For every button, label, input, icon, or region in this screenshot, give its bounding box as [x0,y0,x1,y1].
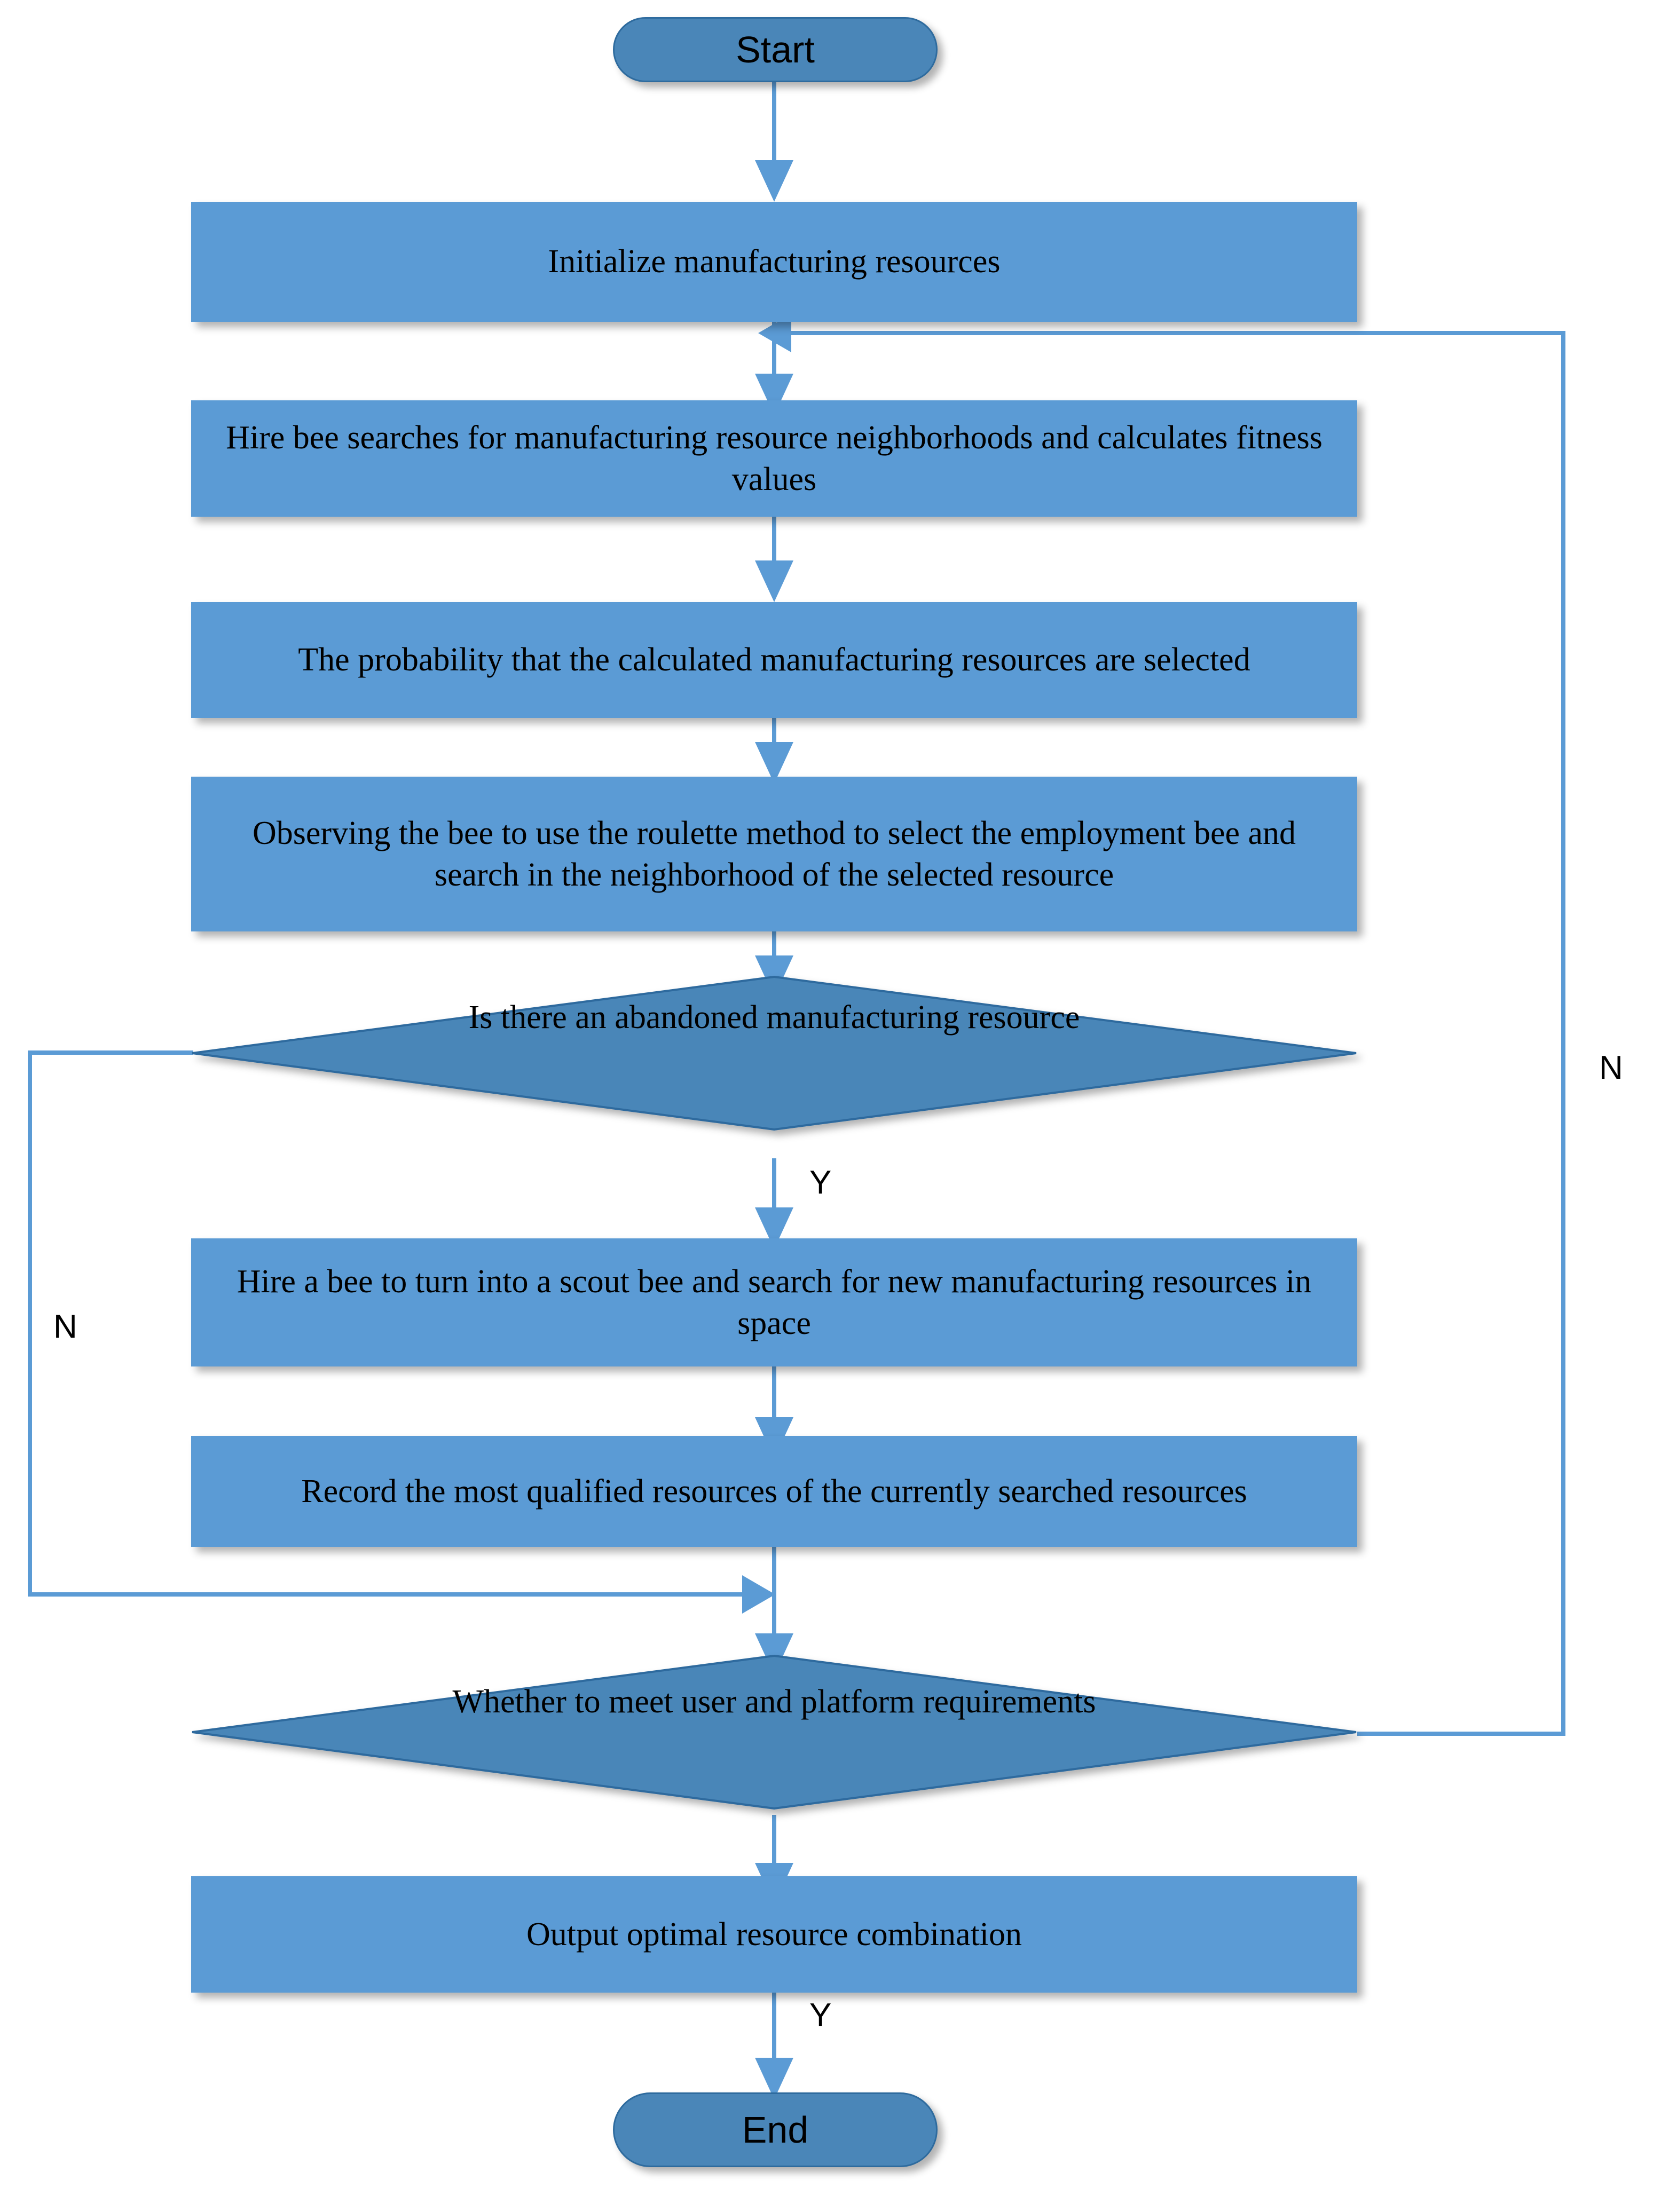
connector-abandoned-no-down-segment [28,1050,32,1597]
node-requirements-decision[interactable]: Whether to meet user and platform requir… [191,1654,1357,1810]
node-end[interactable]: End [613,2092,938,2167]
decision-diamond-shape [191,975,1357,1131]
connector-requirements-no-right-segment [1357,1732,1565,1736]
connector-observe-to-abandoned-check [772,931,776,974]
node-record-best-resources[interactable]: Record the most qualified resources of t… [191,1436,1357,1547]
edge-label-requirements-yes: Y [809,1997,832,2034]
decision-diamond-shape-2 [191,1654,1357,1810]
node-end-label: End [742,2109,809,2151]
connector-output-to-end [772,1993,776,2083]
node-hire-bee-search[interactable]: Hire bee searches for manufacturing reso… [191,400,1357,517]
node-selection-probability-label: The probability that the calculated manu… [298,642,1250,678]
arrow-start-to-init [755,160,793,202]
connector-abandoned-check-yes-to-scout [772,1158,776,1222]
node-selection-probability[interactable]: The probability that the calculated manu… [191,602,1357,718]
edge-label-requirements-no: N [1599,1049,1623,1086]
connector-requirements-no-top-segment [791,331,1565,335]
node-output-optimal-combination-label: Output optimal resource combination [526,1916,1022,1953]
connector-probability-to-observe [772,718,776,761]
node-initialize-resources-label: Initialize manufacturing resources [548,243,1001,280]
node-observe-roulette-label: Observing the bee to use the roulette me… [252,815,1296,893]
node-scout-bee-search-label: Hire a bee to turn into a scout bee and … [237,1263,1312,1341]
node-output-optimal-combination[interactable]: Output optimal resource combination [191,1876,1357,1993]
node-start-label: Start [736,29,815,70]
connector-requirements-no-up-segment [1561,331,1565,1734]
node-initialize-resources[interactable]: Initialize manufacturing resources [191,202,1357,322]
connector-requirements-check-to-output [772,1815,776,1874]
node-record-best-resources-label: Record the most qualified resources of t… [301,1473,1247,1510]
arrow-abandoned-no-into-requirements [742,1575,775,1614]
node-scout-bee-search[interactable]: Hire a bee to turn into a scout bee and … [191,1238,1357,1366]
node-hire-bee-search-label: Hire bee searches for manufacturing reso… [226,419,1323,497]
node-start[interactable]: Start [613,17,938,82]
node-abandoned-resource-decision[interactable]: Is there an abandoned manufacturing reso… [191,975,1357,1131]
connector-start-to-init [772,81,776,161]
connector-hire-search-to-probability [772,517,776,565]
arrow-hire-search-to-probability [755,560,793,602]
node-observe-roulette[interactable]: Observing the bee to use the roulette me… [191,777,1357,931]
connector-abandoned-no-left-segment [28,1050,193,1055]
connector-abandoned-no-bottom-segment [28,1592,754,1597]
edge-label-abandoned-no: N [53,1308,77,1345]
connector-scout-to-record [772,1366,776,1436]
edge-label-abandoned-yes: Y [809,1164,832,1201]
